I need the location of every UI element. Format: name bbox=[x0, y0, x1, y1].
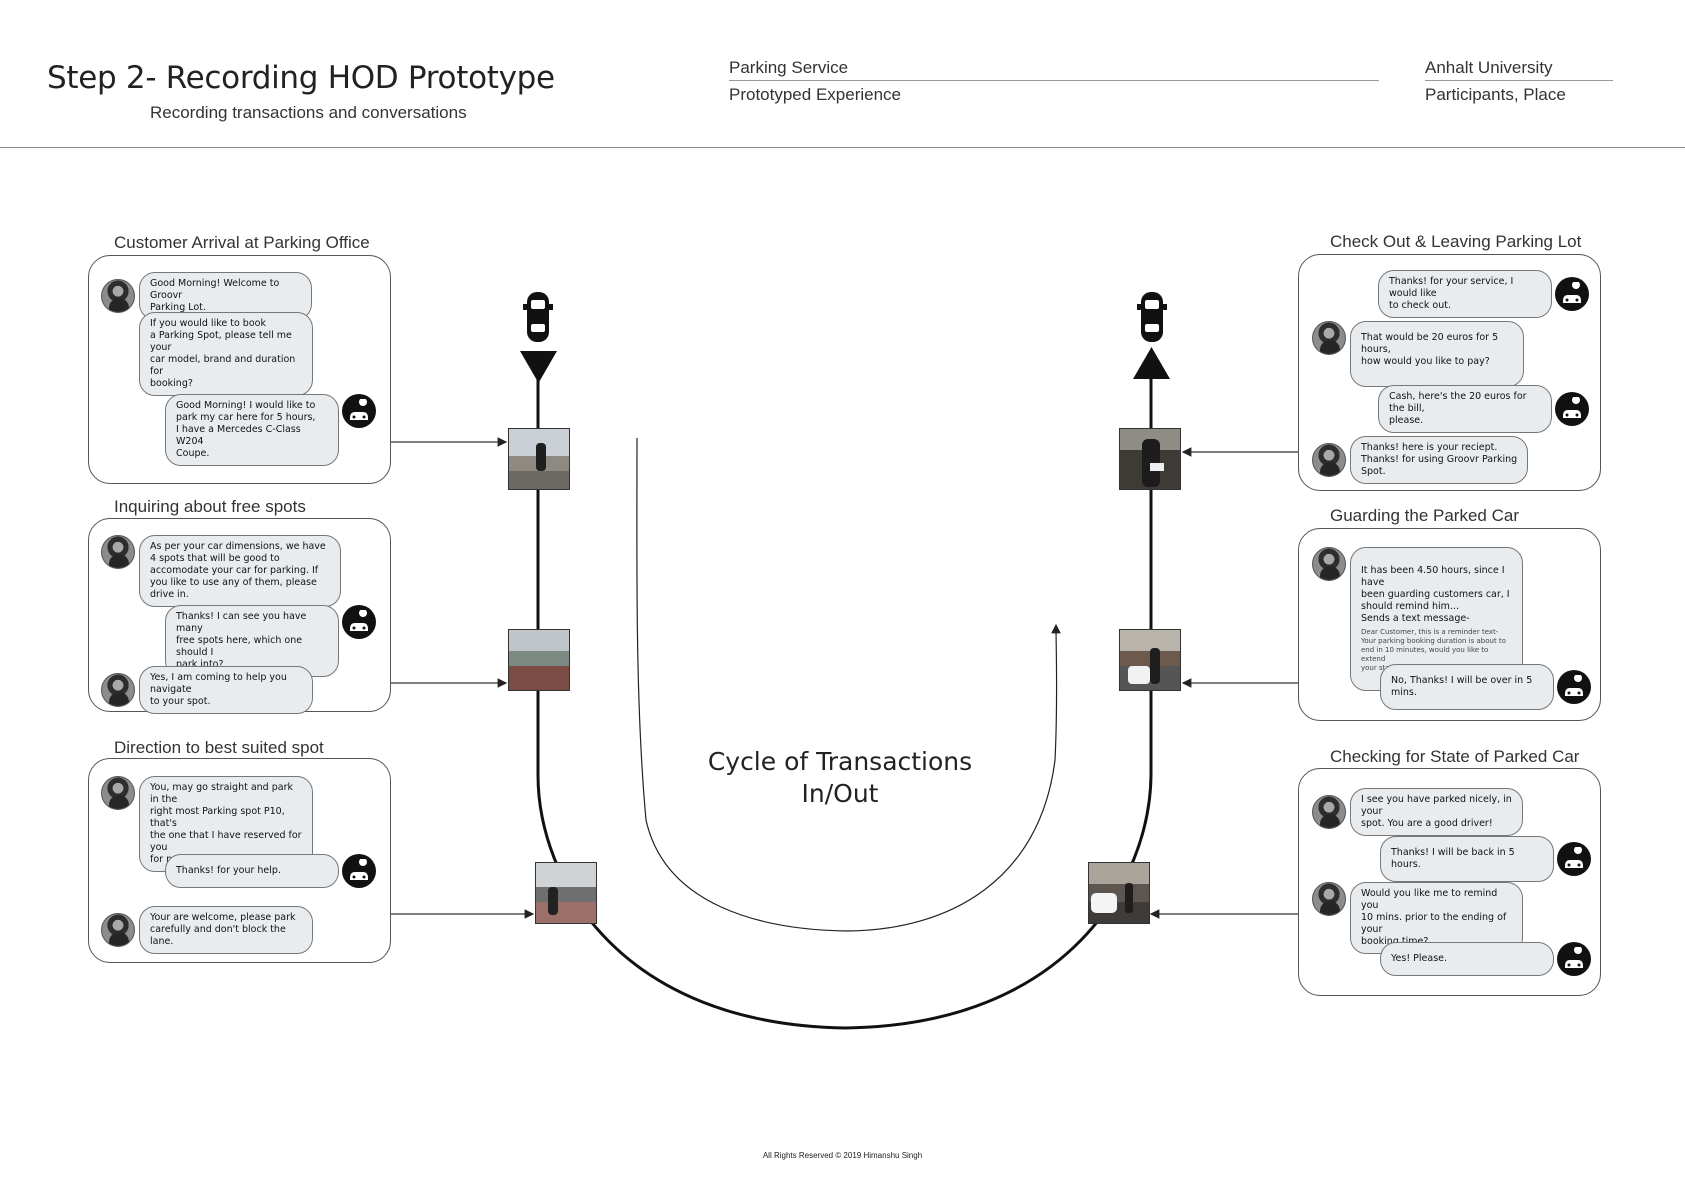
chat-bubble: If you would like to book a Parking Spot… bbox=[139, 312, 313, 396]
chat-message: No, Thanks! I will be over in 5 mins. bbox=[1380, 664, 1591, 710]
cycle-label: Cycle of Transactions In/Out bbox=[707, 747, 973, 808]
chat-bubble: Yes, I am coming to help you navigate to… bbox=[139, 666, 313, 714]
car-avatar-icon bbox=[342, 605, 376, 639]
person-avatar-icon bbox=[101, 913, 135, 947]
university-underline bbox=[1425, 80, 1613, 81]
photo-checking-parked-car bbox=[1088, 862, 1150, 924]
header-divider bbox=[0, 147, 1685, 148]
chat-message: Yes, I am coming to help you navigate to… bbox=[101, 666, 313, 714]
triangle-up-icon bbox=[1133, 347, 1170, 379]
car-top-view-icon bbox=[1137, 292, 1167, 342]
photo-attendant-at-office bbox=[508, 428, 570, 490]
photo-attendant-guarding-car bbox=[1119, 629, 1181, 691]
person-avatar-icon bbox=[101, 776, 135, 810]
car-top-view-icon bbox=[523, 292, 553, 342]
photo-attendant-directing bbox=[535, 862, 597, 924]
car-avatar-icon bbox=[1557, 842, 1591, 876]
page-subtitle: Recording transactions and conversations bbox=[150, 103, 467, 122]
chat-message: I see you have parked nicely, in your sp… bbox=[1312, 788, 1523, 836]
person-avatar-icon bbox=[1312, 882, 1346, 916]
chat-bubble: That would be 20 euros for 5 hours, how … bbox=[1350, 321, 1524, 387]
chat-bubble: No, Thanks! I will be over in 5 mins. bbox=[1380, 664, 1554, 710]
chat-message: Your are welcome, please park carefully … bbox=[101, 906, 313, 954]
triangle-down-icon bbox=[520, 351, 557, 383]
chat-message: If you would like to book a Parking Spot… bbox=[139, 312, 313, 396]
panel-title-direction: Direction to best suited spot bbox=[114, 738, 324, 757]
chat-bubble: Your are welcome, please park carefully … bbox=[139, 906, 313, 954]
chat-message: Good Morning! I would like to park my ca… bbox=[165, 394, 376, 466]
car-avatar-icon bbox=[342, 854, 376, 888]
car-avatar-icon bbox=[1555, 277, 1589, 311]
chat-bubble: Good Morning! I would like to park my ca… bbox=[165, 394, 339, 466]
panel-title-guarding: Guarding the Parked Car bbox=[1330, 506, 1519, 525]
photo-attendant-receipt bbox=[1119, 428, 1181, 490]
chat-bubble: Thanks! here is your reciept. Thanks! fo… bbox=[1350, 436, 1528, 484]
person-avatar-icon bbox=[1312, 795, 1346, 829]
person-avatar-icon bbox=[101, 673, 135, 707]
car-avatar-icon bbox=[1555, 392, 1589, 426]
service-underline bbox=[729, 80, 1379, 81]
chat-bubble: Thanks! for your help. bbox=[165, 854, 339, 888]
chat-message: Thanks! for your service, I would like t… bbox=[1378, 270, 1589, 318]
panel-title-checking-state: Checking for State of Parked Car bbox=[1330, 747, 1580, 766]
chat-message: Thanks! here is your reciept. Thanks! fo… bbox=[1312, 436, 1528, 484]
university-label: Anhalt University bbox=[1425, 58, 1553, 77]
panel-title-inquiring-spots: Inquiring about free spots bbox=[114, 497, 306, 516]
car-avatar-icon bbox=[1557, 942, 1591, 976]
page-title: Step 2- Recording HOD Prototype bbox=[47, 60, 555, 96]
chat-bubble-text: It has been 4.50 hours, since I have bee… bbox=[1361, 565, 1510, 624]
chat-bubble: I see you have parked nicely, in your sp… bbox=[1350, 788, 1523, 836]
inner-cycle-path bbox=[636, 437, 1061, 932]
chat-bubble: Thanks! I can see you have many free spo… bbox=[165, 605, 339, 677]
person-avatar-icon bbox=[1312, 321, 1346, 355]
chat-message: Thanks! I can see you have many free spo… bbox=[165, 605, 376, 677]
chat-message: Thanks! for your help. bbox=[165, 854, 376, 888]
chat-bubble: Thanks! for your service, I would like t… bbox=[1378, 270, 1552, 318]
chat-bubble: As per your car dimensions, we have 4 sp… bbox=[139, 535, 341, 607]
main-flow-path bbox=[536, 368, 1153, 1030]
participants-label: Participants, Place bbox=[1425, 85, 1566, 104]
chat-message: As per your car dimensions, we have 4 sp… bbox=[101, 535, 341, 607]
chat-bubble: Yes! Please. bbox=[1380, 942, 1554, 976]
car-avatar-icon bbox=[1557, 670, 1591, 704]
person-avatar-icon bbox=[1312, 443, 1346, 477]
chat-message: Thanks! I will be back in 5 hours. bbox=[1380, 836, 1591, 882]
service-label: Parking Service bbox=[729, 58, 849, 77]
person-avatar-icon bbox=[101, 279, 135, 313]
car-avatar-icon bbox=[342, 394, 376, 428]
person-avatar-icon bbox=[1312, 547, 1346, 581]
chat-bubble: Thanks! I will be back in 5 hours. bbox=[1380, 836, 1554, 882]
chat-message: That would be 20 euros for 5 hours, how … bbox=[1312, 321, 1524, 387]
photo-parking-lot-building bbox=[508, 629, 570, 691]
experience-label: Prototyped Experience bbox=[729, 85, 901, 104]
text-message-preview: Dear Customer, this is a reminder text- … bbox=[1361, 628, 1506, 672]
person-avatar-icon bbox=[101, 535, 135, 569]
panel-title-check-out: Check Out & Leaving Parking Lot bbox=[1330, 232, 1582, 251]
chat-message: Yes! Please. bbox=[1380, 942, 1591, 976]
chat-message: Cash, here's the 20 euros for the bill, … bbox=[1378, 385, 1589, 433]
panel-title-customer-arrival: Customer Arrival at Parking Office bbox=[114, 233, 370, 252]
footer-copyright: All Rights Reserved © 2019 Himanshu Sing… bbox=[762, 1151, 923, 1160]
chat-bubble: Cash, here's the 20 euros for the bill, … bbox=[1378, 385, 1552, 433]
